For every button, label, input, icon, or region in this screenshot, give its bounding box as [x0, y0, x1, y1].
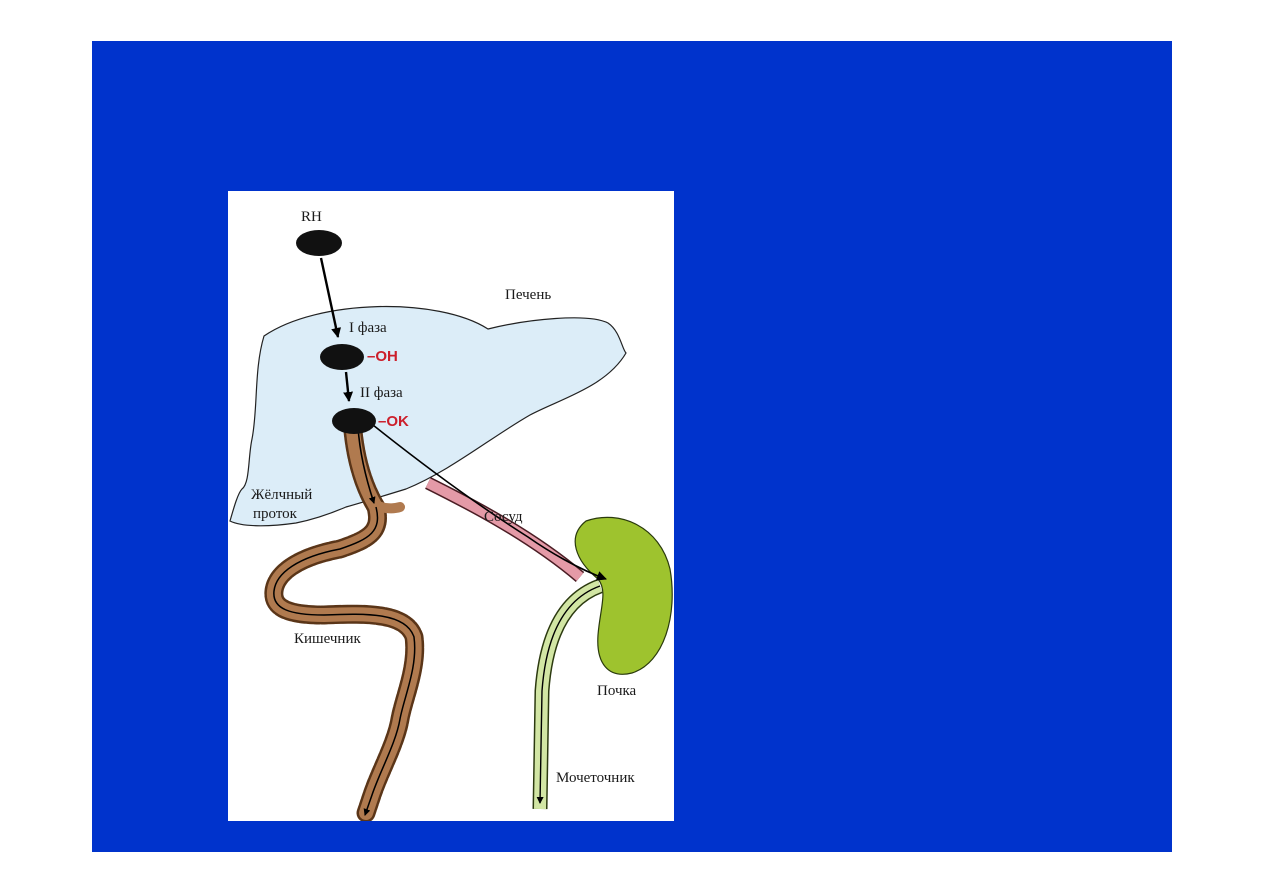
intestine-label: Кишечник: [294, 631, 361, 647]
blood-vessel-fill: [425, 478, 584, 581]
metabolism-figure: RH Печень I фаза –OH II фаза –OK Жёлчный…: [228, 191, 674, 821]
blood-flow-arrow: [367, 420, 607, 581]
ureter-label: Мочеточник: [556, 770, 635, 786]
molecule-phase1: [320, 344, 364, 370]
arrow-to-phase2: [343, 371, 354, 402]
molecule-phase2: [332, 408, 376, 434]
molecule-label: RH: [301, 209, 322, 225]
phase1-label: I фаза: [349, 320, 387, 336]
hydroxyl-group-label: –OH: [367, 348, 398, 365]
metabolism-diagram: RH Печень I фаза –OH II фаза –OK Жёлчный…: [229, 209, 673, 821]
kidney-label: Почка: [597, 683, 637, 699]
molecule-rh: [296, 230, 342, 256]
bile-duct-label-line2: проток: [253, 506, 298, 522]
bile-duct-label-line1: Жёлчный: [251, 487, 312, 503]
bile-duct-stub: [371, 500, 405, 514]
arrow-to-phase1: [319, 257, 341, 338]
urine-flow-arrow: [536, 585, 601, 804]
vessel-label: Сосуд: [484, 509, 523, 525]
conjugate-group-label: –OK: [378, 413, 409, 430]
intestine-flow-arrow: [273, 506, 416, 816]
bile-flow-arrow: [357, 426, 376, 504]
phase2-label: II фаза: [360, 385, 403, 401]
liver-label: Печень: [505, 287, 551, 303]
